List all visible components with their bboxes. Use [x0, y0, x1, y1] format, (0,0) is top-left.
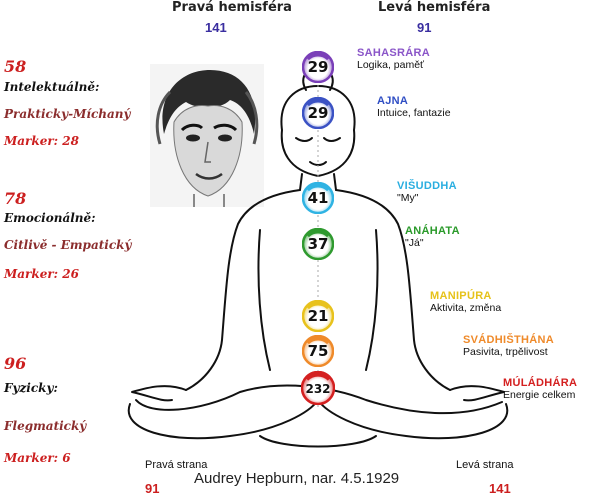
right-side-label: Pravá strana	[145, 459, 208, 471]
emotional-score: 78	[4, 189, 27, 208]
left-side-value: 141	[489, 481, 511, 496]
chakra-value-svadhisthana: 75	[308, 342, 329, 360]
left-hemisphere-value: 91	[417, 20, 432, 35]
chakra-orb-visuddha: 41	[301, 181, 335, 215]
chakra-label-ajna: AJNA Intuice, fantazie	[377, 95, 451, 119]
caption: Audrey Hepburn, nar. 4.5.1929	[194, 470, 400, 487]
chakra-orb-muladhara: 232	[300, 370, 336, 406]
physical-score: 96	[4, 354, 27, 373]
chakra-label-muladhara: MÚLÁDHÁRA Energie celkem	[503, 377, 577, 401]
chakra-name-ajna: AJNA	[377, 95, 409, 107]
chakra-value-anahata: 37	[308, 235, 329, 253]
physical-type: Flegmatický	[4, 419, 87, 433]
chakra-name-anahata: ANÁHATA	[405, 225, 460, 237]
chakra-orb-ajna: 29	[301, 96, 335, 130]
chakra-desc-visuddha: "My"	[397, 192, 419, 204]
left-side-label: Levá strana	[456, 459, 514, 471]
chakra-name-sahasrara: SAHASRÁRA	[357, 47, 430, 59]
chakra-label-svadhisthana: SVÁDHIŠTHÁNA Pasivita, trpělivost	[463, 334, 554, 358]
chakra-desc-manipura: Aktivita, změna	[430, 302, 502, 314]
chakra-value-manipura: 21	[308, 307, 329, 325]
chakra-desc-sahasrara: Logika, paměť	[357, 59, 424, 71]
portrait-image	[150, 64, 264, 207]
right-hemisphere-label: Pravá hemisféra	[172, 0, 292, 15]
chakra-desc-svadhisthana: Pasivita, trpělivost	[463, 346, 548, 358]
chakra-value-muladhara: 232	[305, 382, 330, 396]
chakra-label-anahata: ANÁHATA "Já"	[405, 225, 460, 249]
chakra-orb-manipura: 21	[301, 299, 335, 333]
intellectual-score: 58	[4, 57, 27, 76]
chakra-name-svadhisthana: SVÁDHIŠTHÁNA	[463, 334, 554, 346]
physical-marker: Marker: 6	[4, 451, 71, 465]
chakra-label-visuddha: VIŠUDDHA "My"	[397, 180, 457, 204]
chakra-name-muladhara: MÚLÁDHÁRA	[503, 377, 578, 389]
chakra-label-manipura: MANIPÚRA Aktivita, změna	[430, 290, 501, 314]
chakra-name-visuddha: VIŠUDDHA	[397, 180, 457, 192]
chakra-value-sahasrara: 29	[308, 58, 329, 76]
left-hemisphere-label: Levá hemisféra	[378, 0, 491, 15]
chakra-label-sahasrara: SAHASRÁRA Logika, paměť	[357, 47, 430, 71]
emotional-type: Citlivě - Empatický	[4, 238, 132, 252]
intellectual-type: Prakticky-Míchaný	[4, 107, 131, 121]
emotional-category: Emocionálně:	[4, 211, 96, 225]
chakra-orb-sahasrara: 29	[301, 50, 335, 84]
chakra-desc-ajna: Intuice, fantazie	[377, 107, 451, 119]
chakra-name-manipura: MANIPÚRA	[430, 290, 492, 302]
intellectual-category: Intelektuálně:	[4, 80, 100, 94]
right-side-value: 91	[145, 481, 160, 496]
chakra-desc-anahata: "Já"	[405, 237, 424, 249]
chakra-desc-muladhara: Energie celkem	[503, 389, 576, 401]
emotional-marker: Marker: 26	[4, 267, 79, 281]
intellectual-marker: Marker: 28	[4, 134, 79, 148]
physical-category: Fyzicky:	[4, 381, 58, 395]
right-hemisphere-value: 141	[205, 20, 227, 35]
chakra-value-ajna: 29	[308, 104, 329, 122]
chakra-value-visuddha: 41	[308, 189, 329, 207]
chakra-orb-svadhisthana: 75	[301, 334, 335, 368]
chakra-orb-anahata: 37	[301, 227, 335, 261]
